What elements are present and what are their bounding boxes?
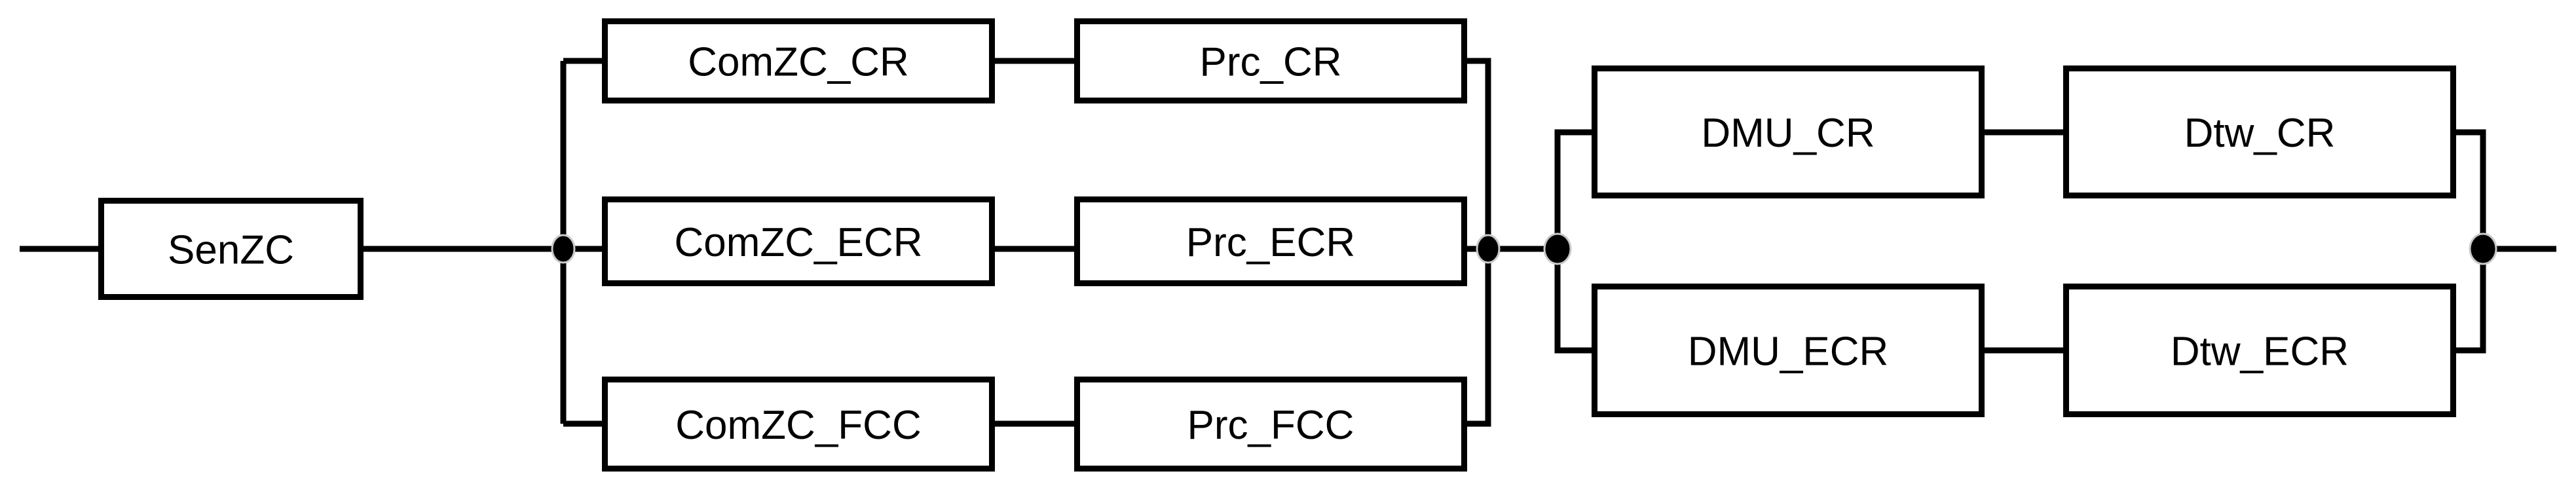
wire-dtw-cr-to-merge (2456, 129, 2486, 249)
block-outline (2063, 284, 2456, 417)
block-outline (1074, 377, 1467, 472)
block-prc_cr[interactable]: Prc_CR (1074, 18, 1467, 103)
block-label: Prc_FCC (1187, 403, 1354, 448)
wire-prc-fcc-to-merge (1467, 249, 1491, 427)
block-outline (1592, 284, 1985, 417)
block-label: Prc_ECR (1186, 220, 1355, 265)
block-layer: SenZC ComZC_CR ComZC_ECR ComZC_FCC Prc_CR Prc… (98, 18, 2456, 472)
block-label: ComZC_ECR (675, 220, 923, 265)
block-dtw_ecr[interactable]: Dtw_ECR (2063, 284, 2456, 417)
block-label: Dtw_CR (2184, 111, 2336, 156)
block-label: SenZC (168, 228, 294, 273)
block-comzc_cr[interactable]: ComZC_CR (602, 18, 995, 103)
wire-prc-cr-to-merge (1467, 58, 1491, 249)
block-outline (602, 377, 995, 472)
junction-node-split-before-dmu (1543, 232, 1572, 265)
block-outline (1074, 196, 1467, 286)
block-label: ComZC_FCC (675, 403, 921, 448)
junction-node-split-after-senzc (551, 234, 576, 264)
block-outline (1074, 18, 1467, 103)
block-dmu_cr[interactable]: DMU_CR (1592, 65, 1985, 198)
block-prc_fcc[interactable]: Prc_FCC (1074, 377, 1467, 472)
block-dmu_ecr[interactable]: DMU_ECR (1592, 284, 1985, 417)
block-outline (98, 198, 364, 300)
block-label: DMU_CR (1701, 111, 1875, 156)
block-dtw_cr[interactable]: Dtw_CR (2063, 65, 2456, 198)
wire-split-to-dmu-cr (1554, 129, 1592, 249)
block-outline (602, 196, 995, 286)
block-label: DMU_ECR (1688, 329, 1889, 375)
block-comzc_ecr[interactable]: ComZC_ECR (602, 196, 995, 286)
block-outline (1592, 65, 1985, 198)
block-prc_ecr[interactable]: Prc_ECR (1074, 196, 1467, 286)
block-label: Dtw_ECR (2171, 329, 2349, 375)
junction-node-merge-after-dtw (2469, 232, 2497, 265)
block-label: ComZC_CR (688, 40, 909, 85)
block-outline (602, 18, 995, 103)
wire-split-to-dmu-ecr (1554, 249, 1592, 354)
block-label: Prc_CR (1199, 40, 1341, 85)
block-outline (2063, 65, 2456, 198)
block-senzc[interactable]: SenZC (98, 198, 364, 300)
junction-node-layer (551, 232, 2497, 265)
wire-dtw-ecr-to-merge (2456, 249, 2486, 354)
junction-node-merge-after-prc (1476, 234, 1501, 264)
block-comzc_fcc[interactable]: ComZC_FCC (602, 377, 995, 472)
